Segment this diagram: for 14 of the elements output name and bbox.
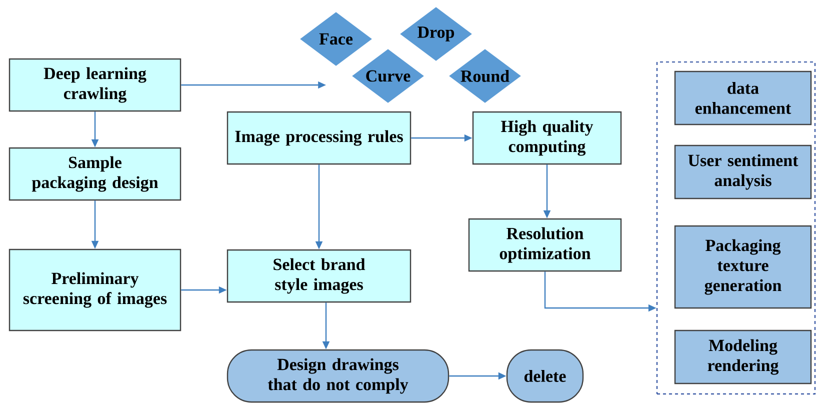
process-box: Packaging texture generation	[674, 225, 812, 309]
process-box: Deep learning crawling	[8, 58, 182, 112]
process-box: High quality computing	[472, 111, 622, 165]
process-box: User sentiment analysis	[674, 144, 812, 200]
process-box: Resolution optimization	[468, 218, 622, 272]
process-box: Sample packaging design	[8, 147, 182, 201]
terminal-box: delete	[506, 349, 584, 403]
process-box: Preliminary screening of images	[8, 248, 182, 332]
process-box: Select brand style images	[226, 249, 412, 303]
process-box: Modeling rendering	[674, 330, 812, 384]
dashed-group-frame	[656, 61, 816, 395]
process-box: data enhancement	[674, 70, 812, 126]
process-box: Image processing rules	[226, 111, 412, 165]
terminal-box: Design drawings that do not comply	[226, 349, 450, 403]
